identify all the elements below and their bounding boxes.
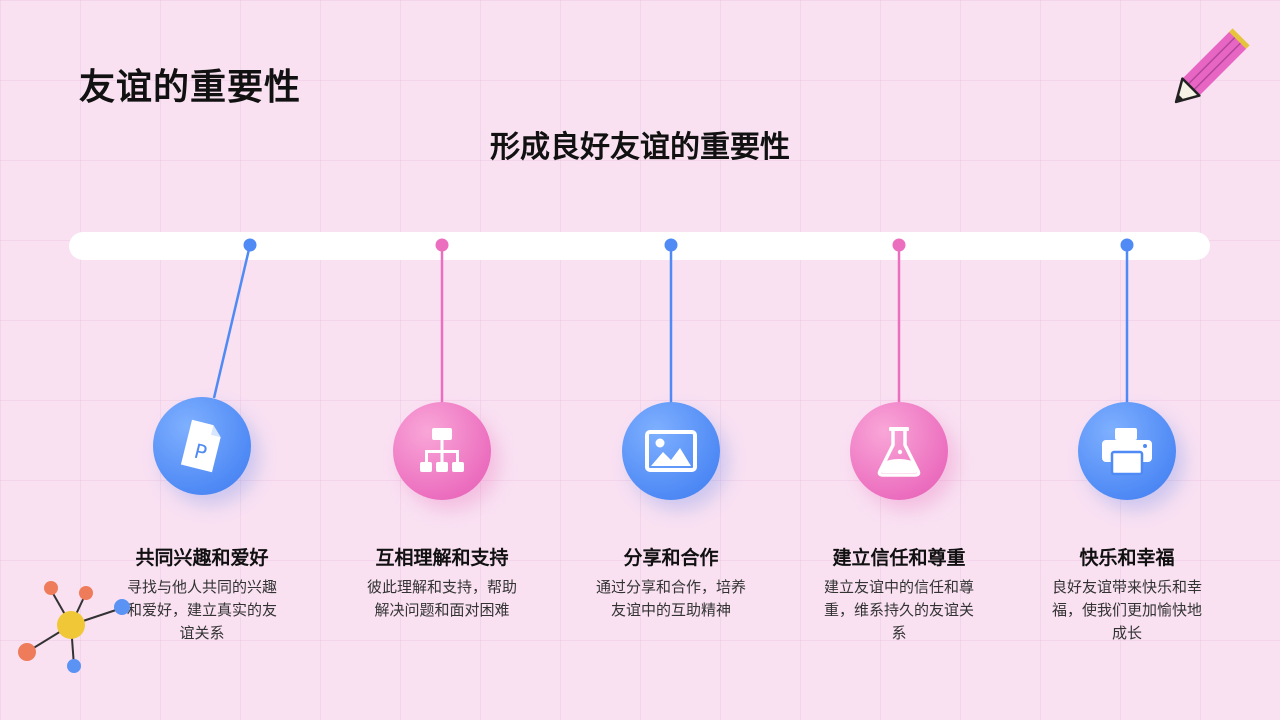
connector-1 [212, 244, 252, 399]
image-icon [645, 430, 697, 472]
timeline-dot-4 [892, 238, 906, 252]
timeline-dot-2 [435, 238, 449, 252]
item-desc-2: 彼此理解和支持，帮助解决问题和面对困难 [367, 578, 518, 619]
item-title-5: 快乐和幸福 [1079, 547, 1175, 569]
icon-circle-4 [850, 402, 948, 500]
icon-circle-2 [393, 402, 491, 500]
timeline-bar [69, 232, 1210, 260]
document-p-icon: P [180, 419, 221, 473]
flask-icon [877, 427, 921, 477]
timeline-dot-1 [243, 238, 257, 252]
item-title-2: 互相理解和支持 [375, 547, 509, 569]
item-desc-4: 建立友谊中的信任和尊重，维系持久的友谊关系 [824, 578, 975, 642]
icon-circle-1: P [153, 397, 251, 495]
item-title-4: 建立信任和尊重 [832, 547, 966, 569]
molecule-icon [18, 581, 130, 673]
printer-icon [1102, 428, 1152, 476]
item-desc-5: 良好友谊带来快乐和幸福，使我们更加愉快地成长 [1052, 578, 1203, 642]
timeline-dot-3 [664, 238, 678, 252]
item-desc-1: 寻找与他人共同的兴趣和爱好，建立真实的友谊关系 [127, 578, 278, 642]
page-title: 友谊的重要性 [79, 67, 302, 108]
icon-circle-3 [622, 402, 720, 500]
item-title-3: 分享和合作 [623, 547, 719, 569]
item-title-1: 共同兴趣和爱好 [135, 547, 269, 569]
svg-text:P: P [192, 439, 210, 465]
item-desc-3: 通过分享和合作，培养友谊中的互助精神 [596, 578, 747, 619]
subtitle: 形成良好友谊的重要性 [490, 130, 790, 165]
timeline-dot-5 [1120, 238, 1134, 252]
icon-circle-5 [1078, 402, 1176, 500]
pencil-icon [1174, 28, 1250, 104]
hierarchy-icon [420, 428, 464, 472]
